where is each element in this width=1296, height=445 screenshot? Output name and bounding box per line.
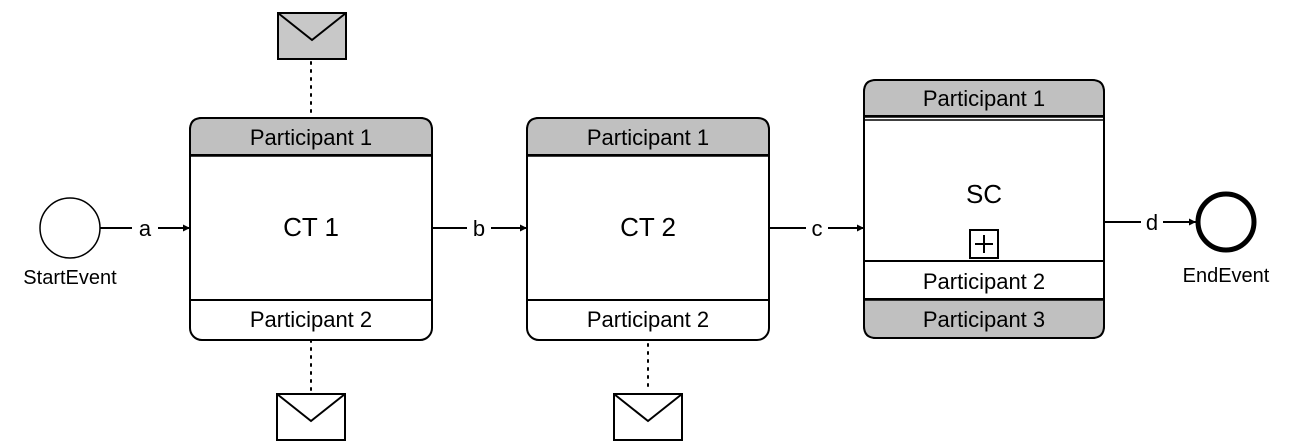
envelope-icon[interactable] bbox=[277, 12, 347, 60]
sequence-flow-d[interactable]: d bbox=[1104, 210, 1196, 235]
start-event-label: StartEvent bbox=[23, 267, 117, 289]
end-event-label: EndEvent bbox=[1183, 265, 1270, 287]
choreography-task-ct1[interactable]: Participant 1 CT 1 Participant 2 bbox=[189, 117, 433, 341]
flow-label-b: b bbox=[473, 216, 485, 241]
ct1-top-participant: Participant 1 bbox=[250, 125, 372, 150]
sub-choreography-sc[interactable]: Participant 1 SC Participant 2 Participa… bbox=[863, 79, 1105, 339]
sc-top-participant: Participant 1 bbox=[923, 86, 1045, 111]
sequence-flow-a[interactable]: a bbox=[100, 216, 190, 241]
sequence-flow-c[interactable]: c bbox=[769, 216, 864, 241]
flow-label-d: d bbox=[1146, 210, 1158, 235]
ct2-bottom-participant: Participant 2 bbox=[587, 307, 709, 332]
ct2-name: CT 2 bbox=[620, 212, 676, 242]
envelope-icon[interactable] bbox=[613, 393, 683, 441]
flow-label-a: a bbox=[139, 216, 152, 241]
ct2-top-participant: Participant 1 bbox=[587, 125, 709, 150]
end-event-circle[interactable] bbox=[1195, 191, 1257, 253]
sc-bottom-participant-1: Participant 2 bbox=[923, 269, 1045, 294]
expand-plus-icon[interactable] bbox=[969, 229, 999, 259]
sc-bottom-participant-2: Participant 3 bbox=[923, 307, 1045, 332]
sc-name: SC bbox=[966, 179, 1002, 209]
ct1-name: CT 1 bbox=[283, 212, 339, 242]
sequence-flow-b[interactable]: b bbox=[432, 216, 527, 241]
envelope-icon[interactable] bbox=[276, 393, 346, 441]
choreography-task-ct2[interactable]: Participant 1 CT 2 Participant 2 bbox=[526, 117, 770, 341]
flow-label-c: c bbox=[812, 216, 823, 241]
start-event-circle[interactable] bbox=[39, 197, 101, 259]
ct1-bottom-participant: Participant 2 bbox=[250, 307, 372, 332]
